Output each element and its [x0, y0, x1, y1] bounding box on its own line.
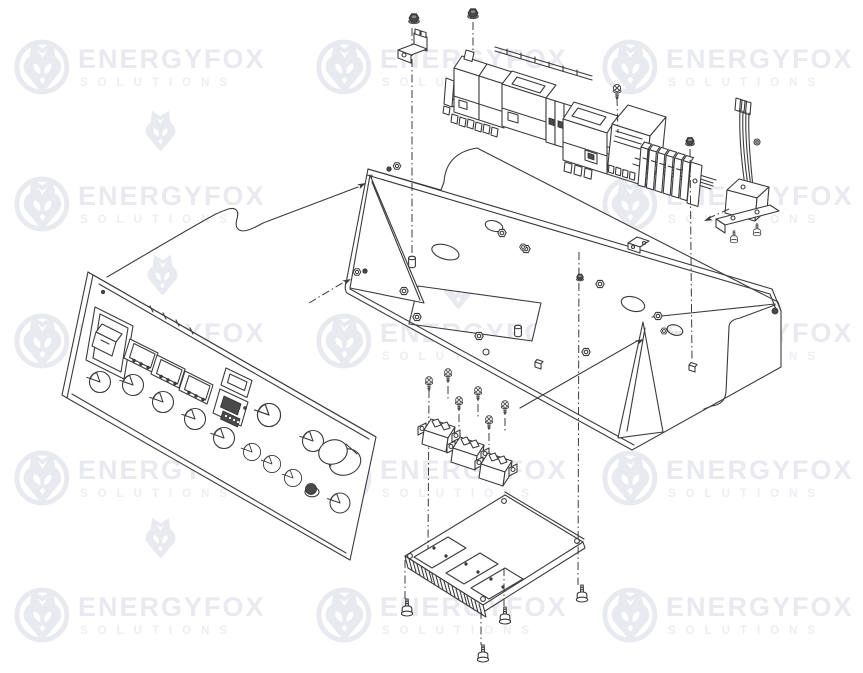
watermark-subtitle-text: SOLUTIONS	[382, 625, 540, 637]
screw	[575, 584, 589, 603]
standoff	[408, 255, 416, 269]
hex-nut	[399, 286, 409, 296]
front-control-panel	[61, 271, 377, 561]
rocker-switch-plate	[178, 370, 214, 405]
rocker-switch-plate	[150, 354, 186, 389]
right-gusset	[617, 321, 664, 439]
energyfox-logo-icon	[14, 587, 70, 643]
watermark-unit: ENERGYFOX SOLUTIONS	[602, 582, 854, 648]
rivet	[771, 307, 779, 315]
hex-nut	[660, 327, 668, 335]
flange-nut	[467, 8, 479, 20]
watermark-subtitle-text: SOLUTIONS	[668, 488, 826, 500]
push-button-large	[318, 439, 362, 476]
rail-bracket	[627, 236, 650, 254]
energyfox-logo-icon	[316, 39, 372, 95]
watermark-subtitle-text: SOLUTIONS	[80, 77, 238, 89]
screw	[476, 644, 490, 663]
screw	[500, 400, 510, 415]
screw-dot	[386, 166, 392, 172]
hex-nut	[392, 162, 402, 170]
watermark-unit: ENERGYFOX SOLUTIONS	[14, 34, 266, 100]
watermark-unit: ENERGYFOX SOLUTIONS	[14, 582, 266, 648]
screw-dot	[362, 268, 368, 274]
chassis-enclosure	[344, 147, 782, 451]
energyfox-logo-icon	[14, 176, 70, 232]
watermark-brand-text: ENERGYFOX	[666, 592, 854, 622]
watermark-subtitle-text: SOLUTIONS	[668, 77, 826, 89]
energyfox-logo-icon	[602, 450, 658, 506]
hex-nut	[497, 228, 507, 238]
flange-nut	[575, 273, 585, 282]
screw	[473, 386, 483, 401]
screw	[454, 396, 464, 411]
terminal-block-strip	[632, 141, 714, 208]
energyfox-logo-icon	[14, 313, 70, 369]
screw	[443, 368, 453, 383]
screw	[400, 598, 414, 617]
watermark-subtitle-text: SOLUTIONS	[80, 214, 238, 226]
hex-nut	[581, 347, 591, 357]
flange-nut	[685, 137, 695, 147]
energyfox-logo-icon	[316, 313, 372, 369]
clip-block	[534, 358, 544, 370]
thermal-pad	[445, 552, 499, 585]
flange-nut	[408, 13, 420, 25]
transformer-with-leads	[715, 97, 780, 244]
hex-nut	[352, 268, 362, 276]
watermark-brand-text: ENERGYFOX	[666, 455, 854, 485]
digital-display-module	[212, 367, 253, 428]
screw	[498, 606, 512, 625]
watermark-subtitle-text: SOLUTIONS	[80, 488, 238, 500]
energyfox-logo-icon	[316, 587, 372, 643]
watermark-unit: ENERGYFOX SOLUTIONS	[14, 171, 266, 237]
hex-nut	[412, 312, 422, 322]
watermark-brand-text: ENERGYFOX	[666, 44, 854, 74]
left-gusset	[349, 174, 425, 304]
main-disconnect-switch	[85, 306, 134, 380]
heatsink-board	[404, 491, 586, 618]
hex-nut	[595, 279, 605, 289]
relay-modules	[417, 418, 518, 487]
energyfox-logo-icon	[14, 450, 70, 506]
screw	[424, 376, 434, 391]
thermal-pad	[413, 536, 467, 569]
watermark-brand-text: ENERGYFOX	[78, 44, 266, 74]
hex-nut	[519, 243, 527, 251]
watermark-subtitle-text: SOLUTIONS	[80, 625, 238, 637]
energyfox-logo-icon	[602, 587, 658, 643]
energyfox-logo-icon	[14, 39, 70, 95]
watermark-unit: ENERGYFOX SOLUTIONS	[602, 445, 854, 511]
standoff	[514, 324, 522, 338]
hex-nut	[653, 311, 663, 321]
indicator-button-small	[304, 483, 320, 498]
hex-nut	[474, 331, 484, 341]
leader-lines	[106, 22, 730, 645]
watermark-unit: ENERGYFOX SOLUTIONS	[602, 34, 854, 100]
watermark-brand-text: ENERGYFOX	[78, 592, 266, 622]
clip-block	[688, 361, 698, 373]
screw	[612, 83, 622, 100]
watermark-brand-text: ENERGYFOX	[78, 181, 266, 211]
screw	[484, 415, 494, 430]
fasteners-and-small-parts	[352, 8, 698, 663]
watermark-subtitle-text: SOLUTIONS	[382, 488, 540, 500]
mounting-bracket	[397, 28, 428, 64]
watermark-subtitle-text: SOLUTIONS	[668, 625, 826, 637]
energyfox-logo-icon	[602, 39, 658, 95]
